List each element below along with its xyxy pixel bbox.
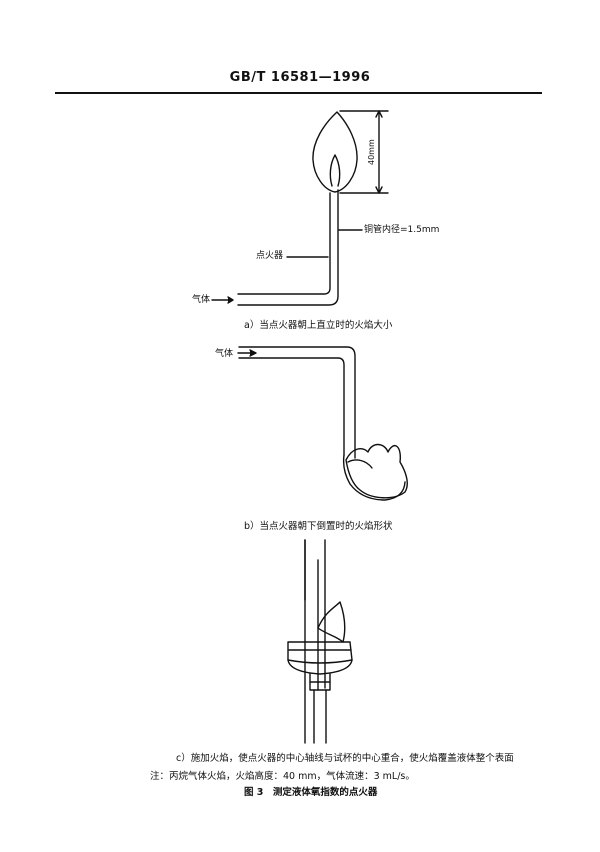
caption-c: c）施加火焰，使点火器的中心轴线与试杯的中心重合，使火焰覆盖液体整个表面 xyxy=(176,753,514,764)
flame-c xyxy=(317,601,346,643)
flame-a-outer xyxy=(312,111,358,193)
tube-diameter-label: 铜管内径=1.5mm xyxy=(364,225,440,235)
igniter-label: 点火器 xyxy=(256,251,284,261)
caption-b: b）当点火器朝下倒置时的火焰形状 xyxy=(244,521,393,532)
gas-label-b: 气体 xyxy=(215,349,234,359)
figure-note: 注：丙烷气体火焰，火焰高度：40 mm，气体流速：3 mL/s。 xyxy=(150,771,415,782)
tube-a-inner xyxy=(237,192,331,295)
tube-b-outer xyxy=(238,346,356,459)
dimension-label-40mm: 40mm xyxy=(367,139,376,165)
dimension-line-40mm xyxy=(339,110,389,194)
caption-a: a）当点火器朝上直立时的火焰大小 xyxy=(244,320,393,331)
flame-a-inner xyxy=(329,154,341,187)
tube-a-outer xyxy=(237,189,339,306)
test-cup xyxy=(287,641,353,675)
flame-b-outer xyxy=(345,443,408,499)
gas-label-a: 气体 xyxy=(192,295,211,305)
flame-b-inner xyxy=(347,459,373,469)
header-rule xyxy=(55,92,542,94)
figure-title: 图 3 测定液体氧指数的点火器 xyxy=(244,787,378,798)
tube-b-inner xyxy=(238,357,345,456)
standard-code: GB/T 16581—1996 xyxy=(229,70,371,85)
